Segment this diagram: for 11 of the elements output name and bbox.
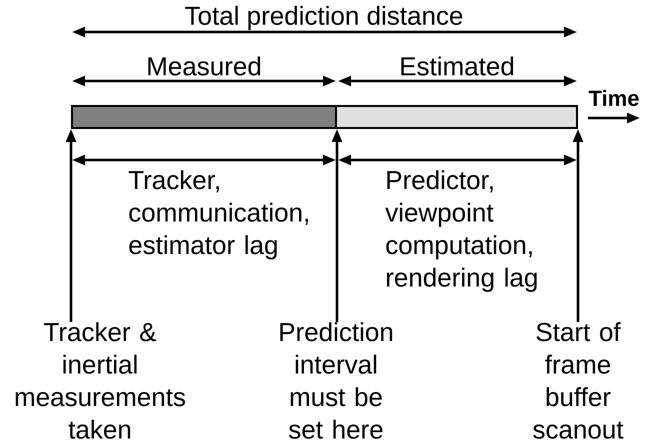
event-label: Start of frame buffer scanout xyxy=(533,322,624,439)
dimension-label: Estimated xyxy=(401,56,514,76)
dimension-label: Total prediction distance xyxy=(185,6,462,30)
lag-label: Tracker, communication, estimator lag xyxy=(128,170,308,260)
timeline-bar xyxy=(335,105,578,129)
axis-label: Time xyxy=(588,90,639,106)
dimension-label: Measured xyxy=(148,56,260,76)
lag-label: Predictor, viewpoint computation, rendering lag xyxy=(385,170,537,292)
event-label: Prediction interval must be set here xyxy=(280,322,392,439)
event-label: Tracker & inertial measurements taken xyxy=(16,322,186,439)
timeline-bar xyxy=(71,105,337,129)
